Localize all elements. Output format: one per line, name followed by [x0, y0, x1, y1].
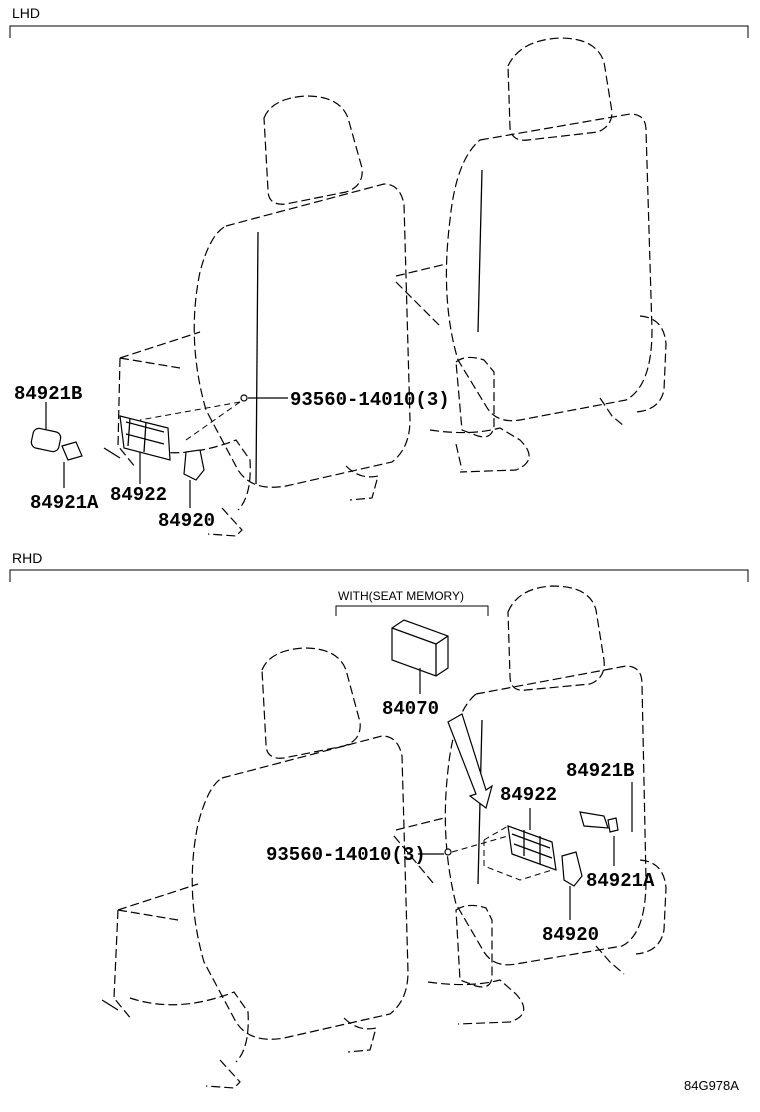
- rhd-left-seat: [101, 647, 409, 1089]
- lhd-switch-knob-shape: [183, 449, 205, 481]
- lhd-switch-cover-b-shape: [30, 427, 62, 453]
- rhd-parts: [391, 619, 633, 920]
- lhd-frame: [9, 25, 749, 38]
- rhd-frame: [9, 569, 749, 582]
- rhd-note-bracket: [335, 605, 489, 616]
- lhd-label-84921b: 84921B: [14, 383, 82, 405]
- lhd-label-84921a: 84921A: [30, 492, 99, 514]
- rhd-switch-cover-b-shape: [579, 811, 609, 829]
- rhd-switch-knob-shape: [561, 851, 583, 887]
- lhd-label: LHD: [12, 5, 40, 21]
- rhd-screw-shape: [444, 848, 452, 856]
- rhd-install-arrow: [447, 713, 494, 810]
- lhd-label-screw: 93560-14010(3): [290, 389, 450, 411]
- rhd-label-screw: 93560-14010(3): [266, 844, 426, 866]
- lhd-section: LHD: [9, 5, 749, 537]
- lhd-switch-cover-a-shape: [61, 441, 83, 461]
- drawing-code: 84G978A: [684, 1078, 739, 1093]
- rhd-label-84922: 84922: [500, 784, 557, 806]
- lhd-right-seat: [395, 37, 667, 473]
- rhd-label-84921a: 84921A: [586, 870, 655, 892]
- lhd-parts: [30, 394, 288, 508]
- rhd-label: RHD: [12, 550, 42, 566]
- lhd-left-seat: [103, 95, 411, 537]
- lhd-screw-shape: [240, 394, 248, 402]
- lhd-label-84922: 84922: [110, 484, 167, 506]
- rhd-label-84920: 84920: [542, 924, 599, 946]
- rhd-switch-cover-a-shape: [607, 817, 619, 833]
- rhd-section: RHD WITH(SEAT MEMORY): [9, 550, 749, 1089]
- rhd-label-84070: 84070: [382, 698, 439, 720]
- rhd-label-84921b: 84921B: [566, 760, 634, 782]
- lhd-label-84920: 84920: [158, 510, 215, 532]
- rhd-memory-ecu-shape: [391, 619, 449, 677]
- rhd-right-seat: [393, 585, 667, 1025]
- rhd-seat-memory-note: WITH(SEAT MEMORY): [338, 589, 464, 603]
